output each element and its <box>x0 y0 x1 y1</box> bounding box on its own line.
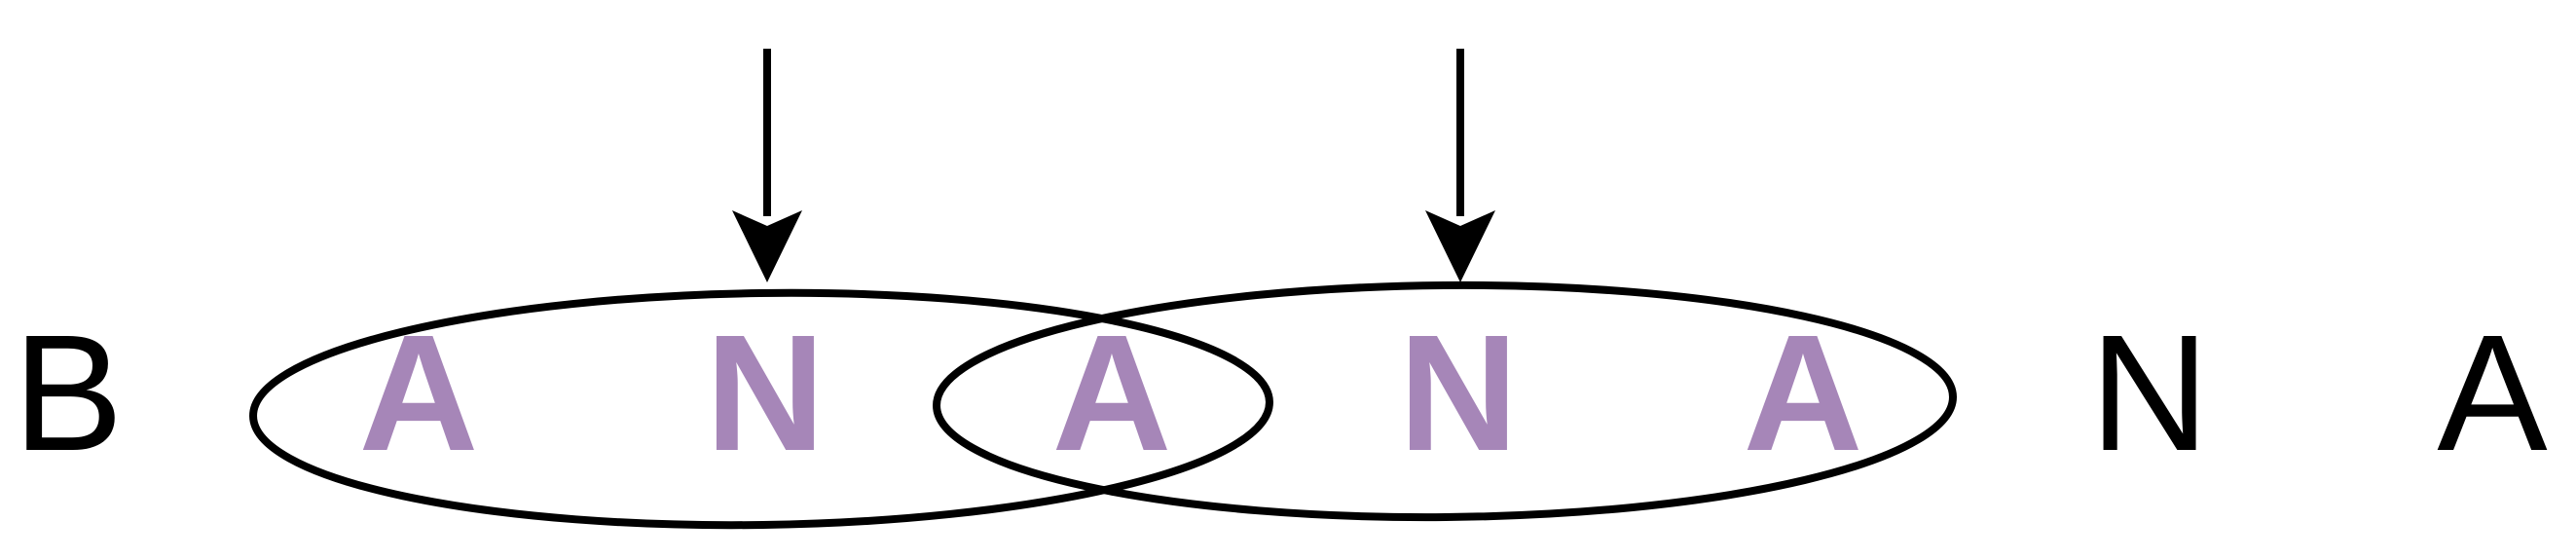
letter-a-2: A <box>1052 301 1172 486</box>
letter-n-3: N <box>2090 301 2210 486</box>
group-ellipse-left <box>249 288 1273 530</box>
letter-a-4: A <box>2437 301 2548 486</box>
letter-a-3: A <box>1744 301 1863 486</box>
letter-n-1: N <box>706 301 826 486</box>
letter-n-2: N <box>1399 301 1519 486</box>
pointer-arrow-head-left <box>732 210 802 282</box>
letter-a-1: A <box>359 301 479 486</box>
pointer-arrow-head-right <box>1425 210 1495 282</box>
group-ellipse-right <box>933 280 1957 522</box>
letter-b: B <box>13 301 123 486</box>
